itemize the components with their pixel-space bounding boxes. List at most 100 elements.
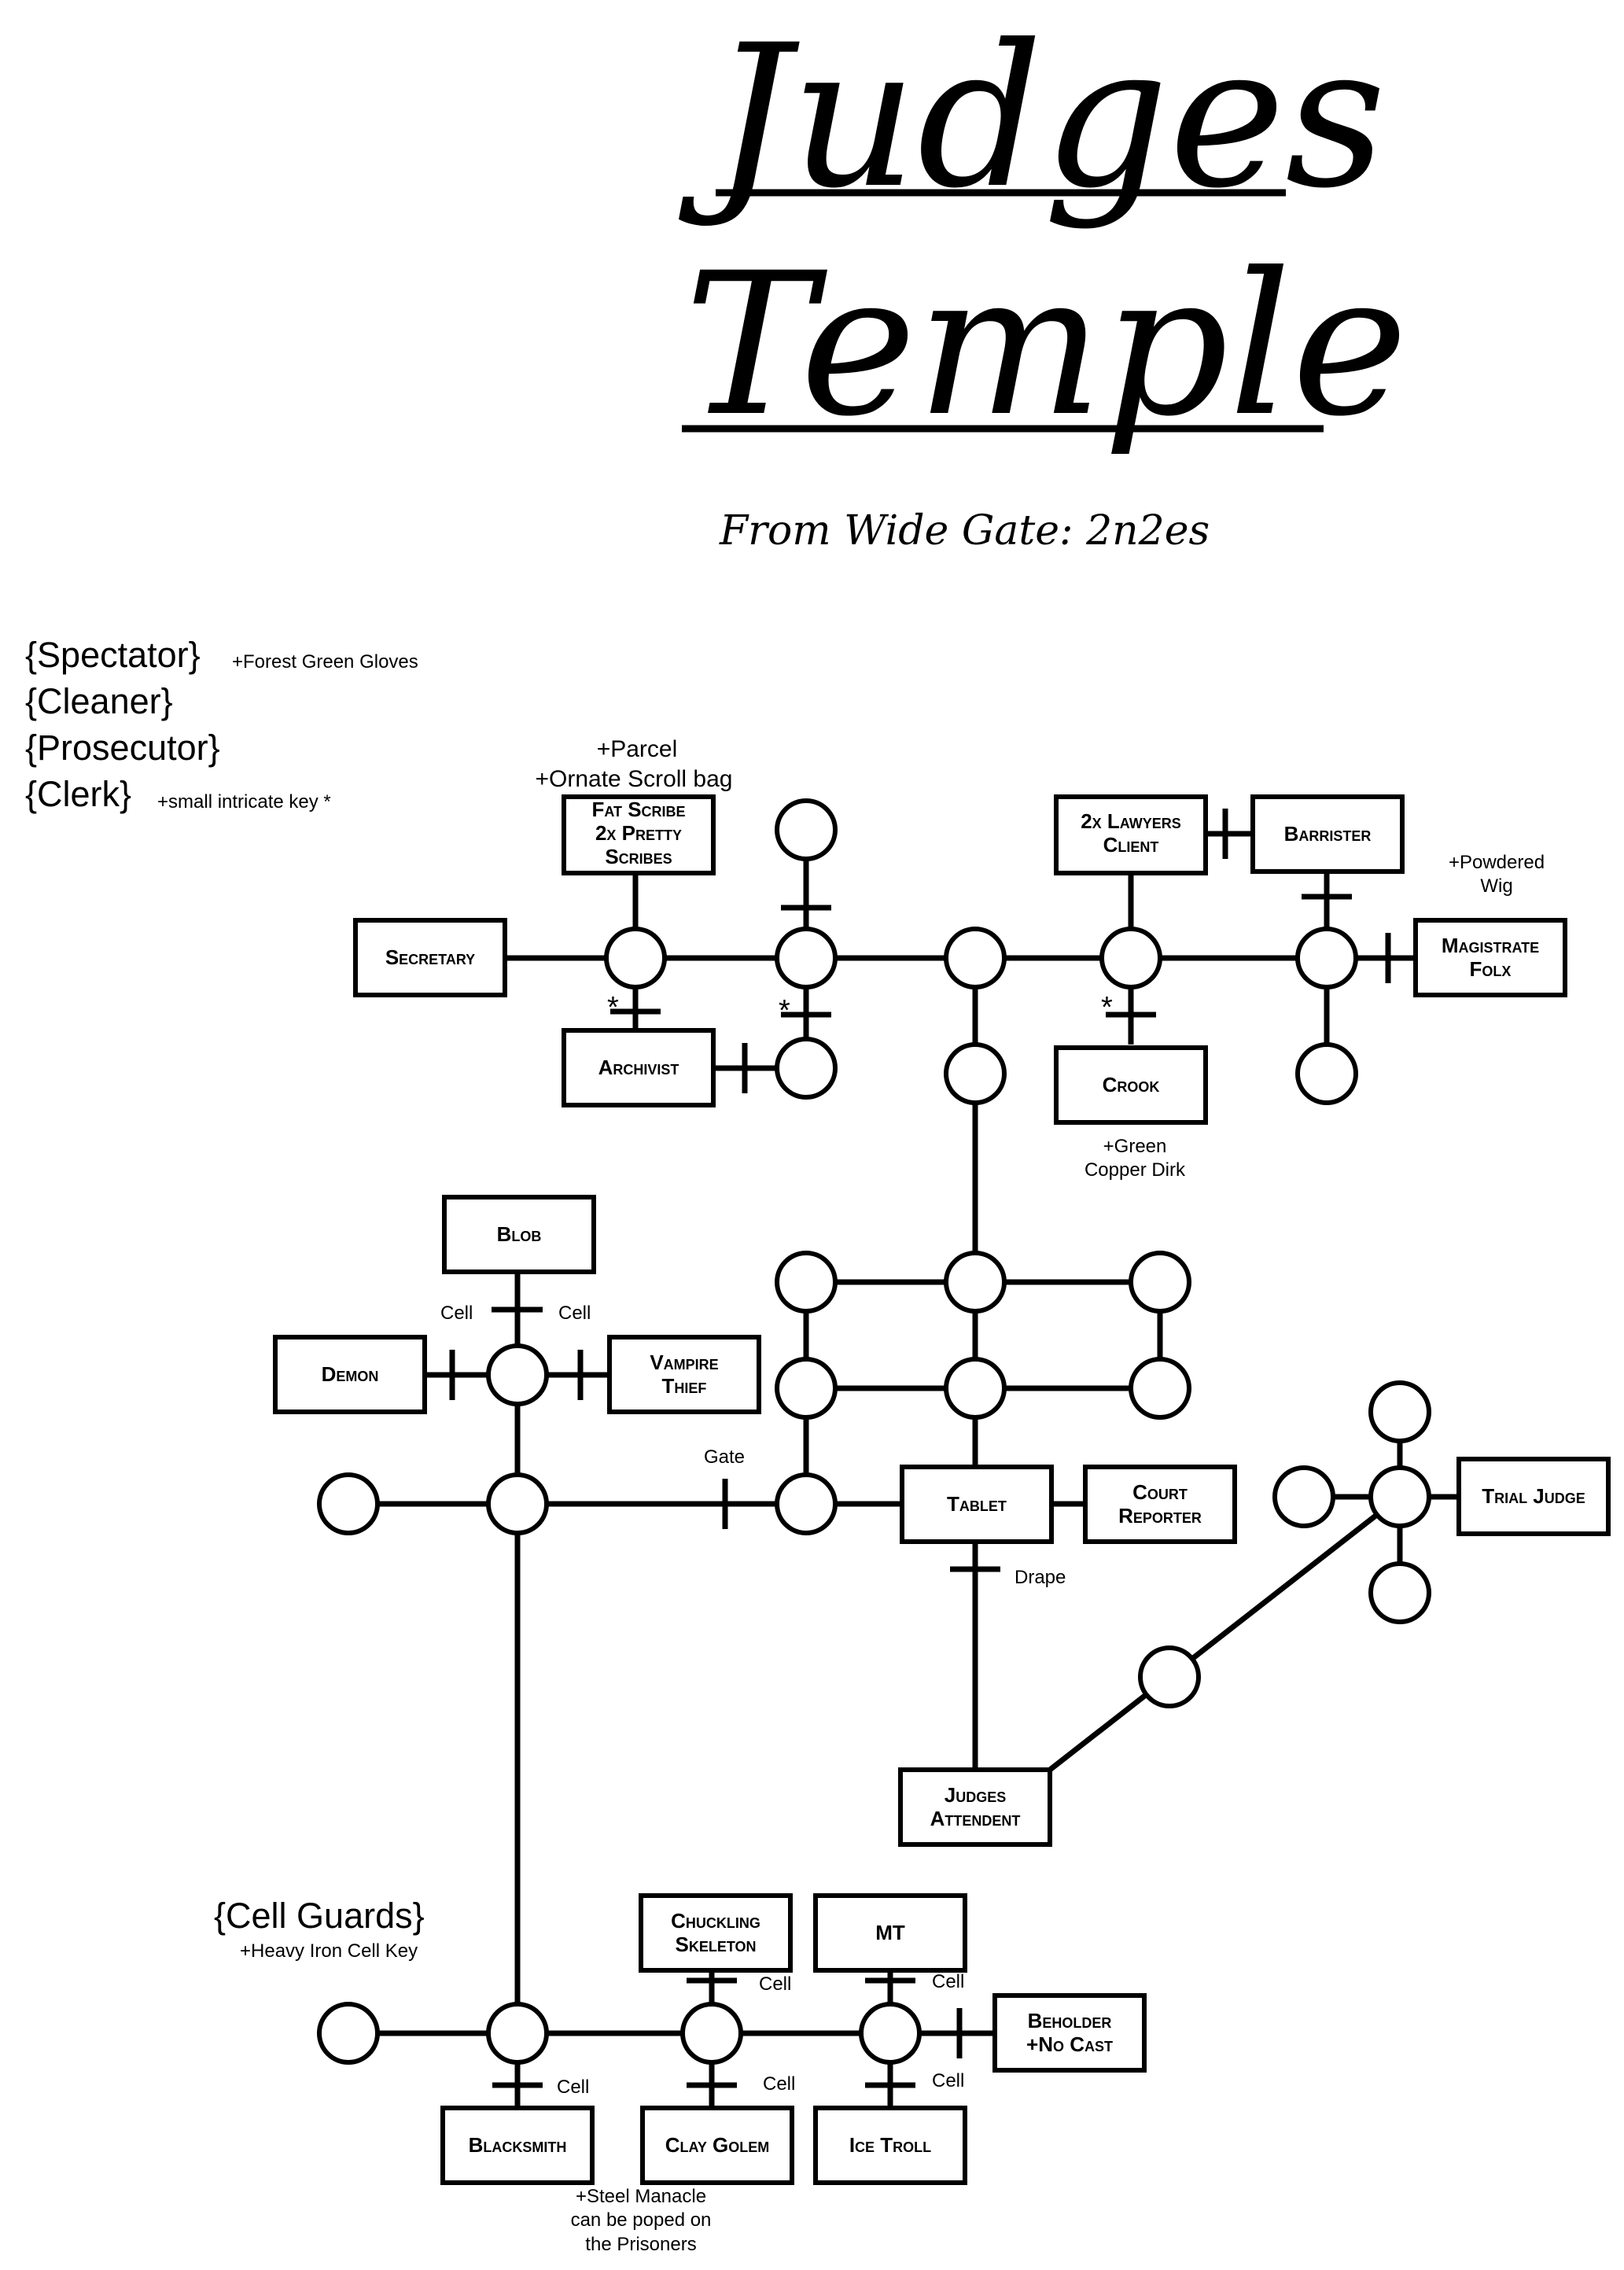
junction-node	[1099, 927, 1162, 989]
room-chuckling-label-1: Chuckling	[671, 1909, 760, 1933]
room-judges-attendent-label-1: Judges	[945, 1783, 1006, 1807]
room-court-reporter-label-1: Court	[1132, 1480, 1188, 1504]
room-vampire-thief	[607, 1335, 761, 1414]
room-clay-golem-label: Clay Golem	[665, 2133, 770, 2157]
room-vampire-label-2: Thief	[662, 1374, 707, 1398]
role-spectator: {Spectator}	[25, 635, 201, 675]
empty-room-node	[775, 1037, 838, 1100]
room-judges-attendent-label-2: Attendent	[930, 1807, 1021, 1830]
cell-label: Cell	[557, 2077, 589, 2098]
cell-hub-node	[486, 1343, 549, 1406]
note-manacle-3: the Prisoners	[585, 2234, 696, 2255]
room-lawyers-label-1: 2x Lawyers	[1081, 809, 1181, 833]
room-crook	[1054, 1045, 1208, 1125]
room-magistrate-label-2: Folx	[1470, 957, 1512, 981]
cell-label: Cell	[759, 1973, 791, 1995]
note-manacle-2: can be poped on	[571, 2209, 712, 2231]
room-magistrate-label-1: Magistrate	[1442, 934, 1539, 957]
room-chuckling-skeleton	[639, 1893, 793, 1973]
room-fat-scribe-label-3: Scribes	[605, 845, 672, 868]
note-scroll-bag: +Ornate Scroll bag	[536, 766, 733, 792]
gate-label: Gate	[704, 1446, 745, 1468]
junction-node	[944, 1357, 1007, 1420]
room-fat-scribe	[562, 794, 716, 875]
cell-label: Cell	[440, 1303, 473, 1324]
note-parcel: +Parcel	[597, 736, 678, 762]
cell-label: Cell	[558, 1303, 591, 1324]
room-lawyers	[1054, 794, 1208, 875]
notes: +Parcel +Ornate Scroll bag +Powdered Wig…	[536, 736, 1545, 2255]
drape-label: Drape	[1015, 1567, 1066, 1588]
title-line-2: Temple	[684, 230, 1408, 459]
room-secretary-label: Secretary	[385, 945, 475, 969]
room-archivist	[562, 1028, 716, 1107]
empty-room-node	[775, 798, 838, 861]
room-ice-troll	[813, 2106, 967, 2185]
room-magistrate	[1413, 918, 1567, 997]
star-marker: *	[1101, 991, 1113, 1024]
room-trial-judge-label: Trial Judge	[1482, 1484, 1585, 1508]
room-blob-label: Blob	[497, 1222, 542, 1246]
junction-node	[775, 1357, 838, 1420]
cell-label: Cell	[763, 2073, 795, 2095]
title-line-1: Judges	[679, 2, 1386, 231]
empty-room-node	[317, 2002, 380, 2065]
junction-node	[775, 1472, 838, 1535]
room-blob	[442, 1195, 596, 1274]
room-blacksmith-label: Blacksmith	[469, 2133, 567, 2157]
room-barrister-label: Barrister	[1284, 822, 1372, 846]
junction-node	[775, 927, 838, 989]
empty-room-node	[1295, 1042, 1358, 1105]
star-marker: *	[779, 994, 790, 1027]
empty-room-node	[1368, 1380, 1431, 1443]
junction-node	[859, 2002, 922, 2065]
room-fat-scribe-label-1: Fat Scribe	[591, 798, 685, 821]
junction-node	[1138, 1645, 1201, 1708]
room-court-reporter-label-2: Reporter	[1118, 1504, 1202, 1527]
empty-room-node	[317, 1472, 380, 1535]
junction-node	[604, 927, 667, 989]
room-tablet-label: Tablet	[947, 1492, 1007, 1516]
junction-node	[1295, 927, 1358, 989]
cell-label: Cell	[932, 2070, 964, 2091]
role-prosecutor: {Prosecutor}	[25, 728, 220, 768]
spectator-drop: +Forest Green Gloves	[232, 651, 418, 673]
note-manacle-1: +Steel Manacle	[576, 2186, 706, 2207]
room-vampire-label-1: Vampire	[650, 1351, 718, 1374]
room-judges-attendent	[898, 1767, 1052, 1847]
junction-node	[680, 2002, 743, 2065]
note-dirk-2: Copper Dirk	[1085, 1159, 1186, 1181]
room-demon-label: Demon	[322, 1362, 379, 1386]
cell-guards-drop: +Heavy Iron Cell Key	[240, 1940, 418, 1962]
room-lawyers-label-2: Client	[1103, 833, 1159, 857]
room-barrister	[1250, 794, 1405, 874]
junction-node	[944, 1251, 1007, 1314]
note-wig-2: Wig	[1480, 875, 1512, 897]
room-beholder-label-2: +No Cast	[1026, 2032, 1113, 2056]
room-boxes: Secretary Fat Scribe 2x Pretty Scribes A…	[273, 794, 1611, 2185]
room-mt-label: MT	[875, 1921, 905, 1944]
cell-label: Cell	[932, 1971, 964, 1992]
role-cleaner: {Cleaner}	[25, 681, 173, 721]
note-dirk-1: +Green	[1103, 1136, 1167, 1157]
clerk-drop: +small intricate key *	[157, 791, 331, 813]
room-tablet	[900, 1465, 1054, 1544]
star-marker: *	[607, 991, 619, 1024]
doors	[449, 809, 1391, 2088]
junction-node	[944, 1042, 1007, 1105]
role-cell-guards: {Cell Guards}	[214, 1896, 425, 1936]
room-ice-troll-label: Ice Troll	[849, 2133, 931, 2157]
room-demon	[273, 1335, 427, 1414]
empty-room-node	[1272, 1465, 1335, 1528]
room-trial-judge	[1456, 1457, 1611, 1536]
role-clerk: {Clerk}	[25, 774, 131, 814]
room-court-reporter	[1083, 1465, 1237, 1544]
empty-room-node	[1368, 1561, 1431, 1624]
room-beholder	[992, 1993, 1147, 2073]
note-wig-1: +Powdered	[1449, 852, 1545, 873]
junction-node	[486, 2002, 549, 2065]
room-blacksmith	[440, 2106, 595, 2185]
room-crook-label: Crook	[1103, 1073, 1160, 1096]
junction-node	[1129, 1251, 1191, 1314]
junction-node	[1368, 1465, 1431, 1528]
